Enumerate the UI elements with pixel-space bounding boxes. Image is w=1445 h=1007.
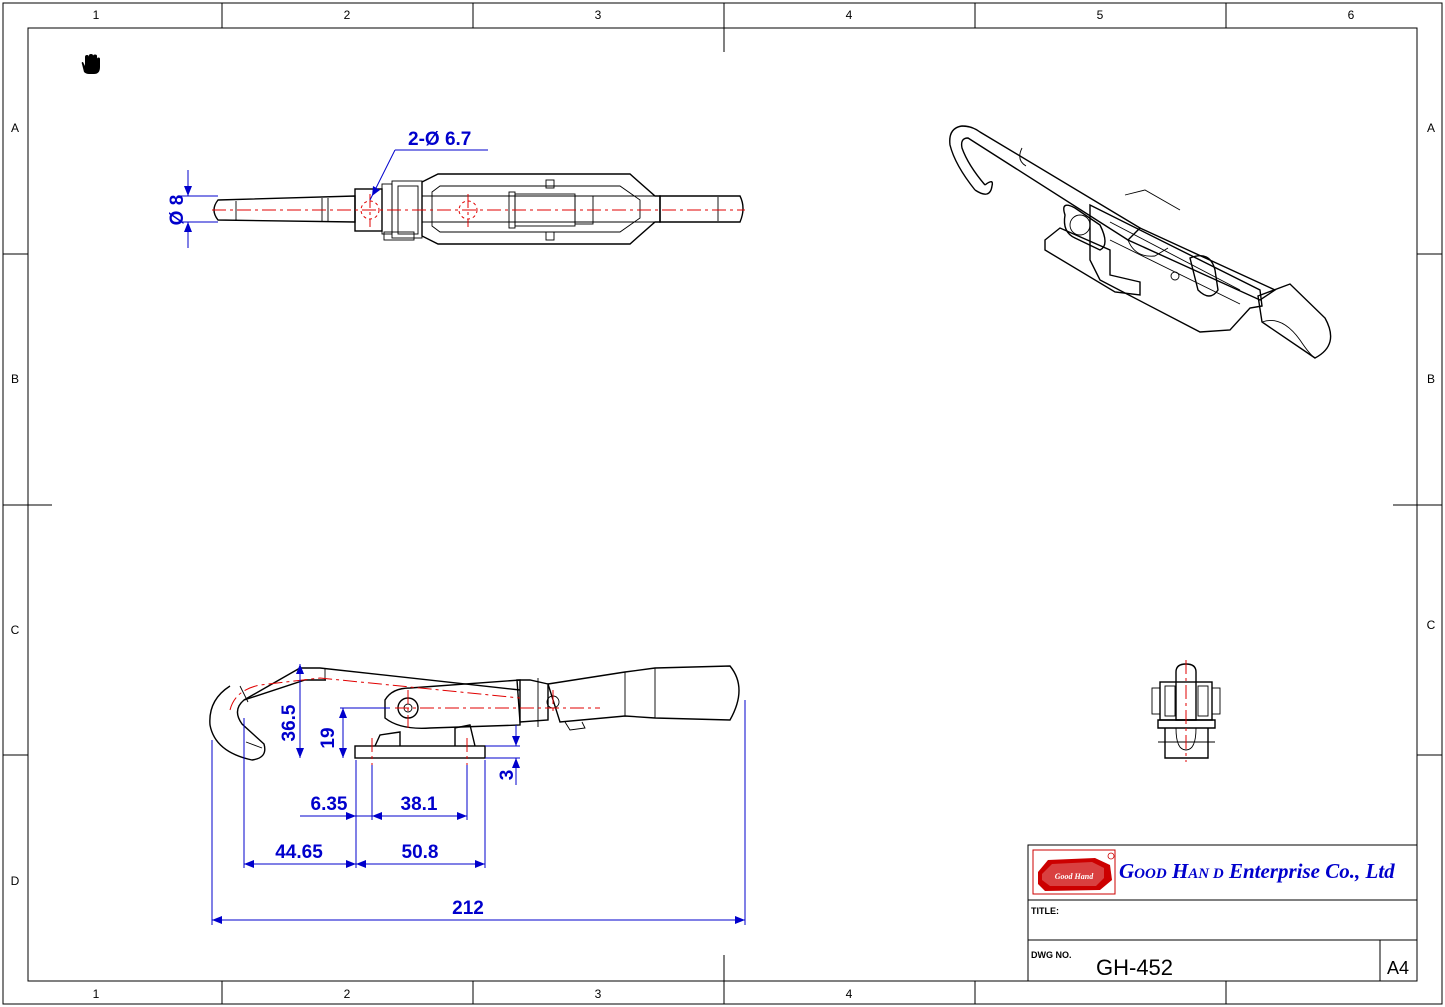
row-label-left-b: B <box>11 372 19 386</box>
zone-labels: 1 2 3 4 5 6 1 2 3 4 A B C D A B C <box>11 8 1436 1001</box>
row-label-right-a: A <box>1427 121 1435 135</box>
col-label-bottom-4: 4 <box>846 987 853 1001</box>
dim-base-length: 50.8 <box>402 842 439 863</box>
col-label-top-1: 1 <box>93 8 100 22</box>
sheet-size: A4 <box>1387 958 1409 978</box>
row-label-left-d: D <box>11 874 20 888</box>
logo-text: Good Hand <box>1055 872 1094 881</box>
col-label-bottom-1: 1 <box>93 987 100 1001</box>
col-label-top-3: 3 <box>595 8 602 22</box>
title-label: TITLE: <box>1031 906 1059 916</box>
dwg-label: DWG NO. <box>1031 950 1072 960</box>
dim-rod-diameter: Ø 8 <box>167 195 188 226</box>
col-label-top-4: 4 <box>846 8 853 22</box>
title-block: Good Hand GOOD HAN D Enterprise Co., Ltd… <box>1027 844 1418 982</box>
dim-base-thickness: 3 <box>497 770 518 781</box>
dim-overall-length: 212 <box>452 898 484 919</box>
isometric-view <box>949 125 1332 359</box>
top-view <box>212 173 745 245</box>
front-view <box>209 665 740 765</box>
dwg-number: GH-452 <box>1096 955 1173 980</box>
col-label-bottom-3: 3 <box>595 987 602 1001</box>
col-label-bottom-2: 2 <box>344 987 351 1001</box>
dim-hole-callout: 2-Ø 6.7 <box>408 129 471 150</box>
company-name: GOOD HAN D Enterprise Co., Ltd <box>1119 859 1395 883</box>
dim-hook-offset: 44.65 <box>275 842 323 863</box>
side-view <box>1151 660 1221 762</box>
row-label-right-b: B <box>1427 372 1435 386</box>
dim-height-a: 36.5 <box>279 704 300 741</box>
hand-pan-icon[interactable] <box>81 54 100 74</box>
company-logo: Good Hand <box>1032 849 1116 895</box>
front-view-dimensions: 36.5 19 3 6.35 38.1 44.65 <box>211 664 746 925</box>
row-label-right-c: C <box>1427 618 1436 632</box>
dim-hole-spacing: 38.1 <box>401 794 438 815</box>
col-label-top-5: 5 <box>1097 8 1104 22</box>
col-label-top-2: 2 <box>344 8 351 22</box>
col-label-top-6: 6 <box>1348 8 1355 22</box>
dim-offset-a: 6.35 <box>311 794 348 815</box>
row-label-left-c: C <box>11 623 20 637</box>
top-view-dimensions: Ø 8 2-Ø 6.7 <box>167 129 488 248</box>
row-label-left-a: A <box>11 121 19 135</box>
dim-height-b: 19 <box>318 727 339 748</box>
